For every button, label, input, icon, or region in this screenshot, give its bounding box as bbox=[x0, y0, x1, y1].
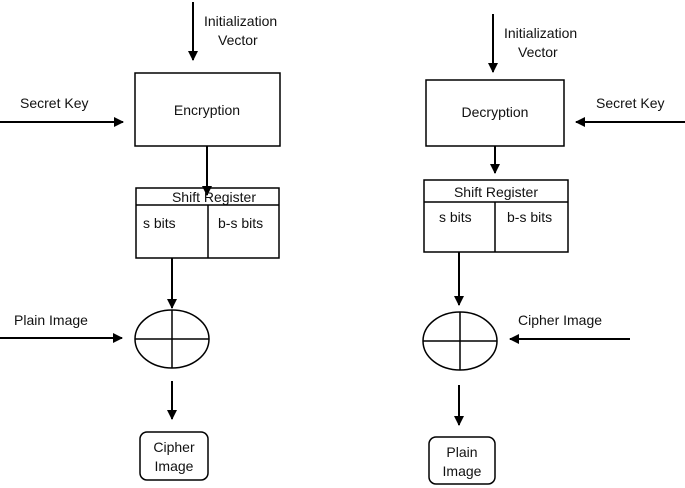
dec-secret-key-label: Secret Key bbox=[596, 95, 664, 111]
encryption-side: Initialization Vector Encryption Secret … bbox=[0, 2, 281, 481]
dec-input-label: Cipher Image bbox=[518, 312, 602, 328]
dec-shift-register-label: Shift Register bbox=[454, 184, 538, 200]
enc-iv-label-line2: Vector bbox=[218, 32, 258, 48]
enc-shift-register-label: Shift Register bbox=[172, 189, 256, 205]
dec-xor-icon bbox=[422, 311, 498, 371]
enc-secret-key-label: Secret Key bbox=[20, 95, 88, 111]
dec-output-label-line2: Image bbox=[443, 463, 482, 479]
dec-output-box bbox=[428, 436, 496, 485]
enc-bs-bits-label: b-s bits bbox=[218, 215, 263, 231]
enc-output-label-line2: Image bbox=[155, 458, 194, 474]
dec-iv-label-line2: Vector bbox=[518, 44, 558, 60]
enc-input-label: Plain Image bbox=[14, 312, 88, 328]
dec-output-label-line1: Plain bbox=[446, 444, 477, 460]
encryption-block-label: Encryption bbox=[174, 102, 240, 118]
decryption-side: Initialization Vector Decryption Secret … bbox=[422, 14, 685, 485]
enc-output-box bbox=[139, 431, 209, 481]
decryption-block bbox=[425, 79, 565, 147]
dec-bs-bits-label: b-s bits bbox=[507, 209, 552, 225]
enc-xor-icon bbox=[134, 309, 210, 369]
enc-s-bits-label: s bits bbox=[143, 215, 176, 231]
dec-shift-register bbox=[423, 179, 569, 253]
dec-iv-label-line1: Initialization bbox=[504, 25, 577, 41]
enc-iv-label-line1: Initialization bbox=[204, 13, 277, 29]
enc-output-label-line1: Cipher bbox=[153, 439, 195, 455]
decryption-block-label: Decryption bbox=[462, 104, 529, 120]
dec-s-bits-label: s bits bbox=[439, 209, 472, 225]
